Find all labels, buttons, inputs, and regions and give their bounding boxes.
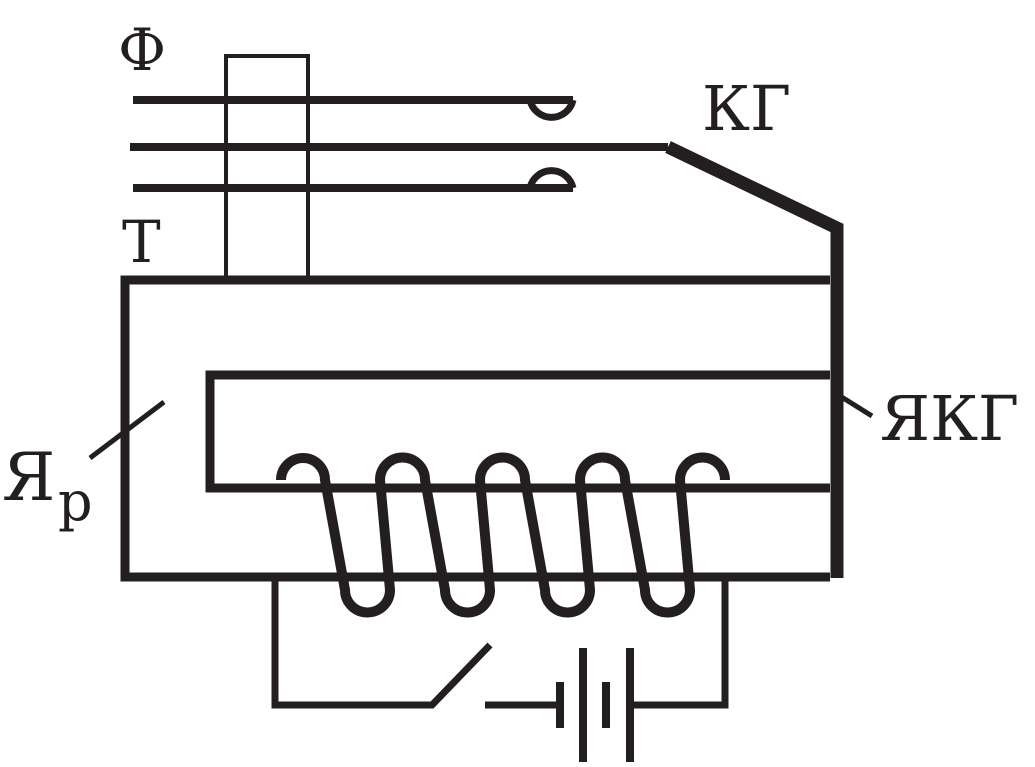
label-armature-subscript: р bbox=[58, 470, 93, 533]
contact-hook-top bbox=[526, 99, 577, 121]
inner-core bbox=[205, 370, 830, 493]
label-reed-armature: ЯКГ bbox=[880, 382, 1019, 455]
reed-armature-bar bbox=[665, 141, 844, 578]
core-frame bbox=[120, 275, 830, 582]
circuit-wire-right bbox=[632, 578, 729, 709]
leader-line-reed-armature bbox=[838, 393, 874, 419]
circuit-wire-left bbox=[271, 578, 493, 709]
label-reed-contacts: КГ bbox=[702, 72, 791, 145]
coil-winding bbox=[276, 452, 730, 618]
contact-bar bbox=[224, 54, 310, 282]
label-phase: Ф bbox=[118, 16, 166, 84]
leader-line-armature bbox=[88, 400, 166, 460]
label-armature-main: Я bbox=[2, 439, 55, 516]
contact-hook-bottom bbox=[526, 167, 577, 189]
label-tongue: Т bbox=[122, 208, 161, 276]
